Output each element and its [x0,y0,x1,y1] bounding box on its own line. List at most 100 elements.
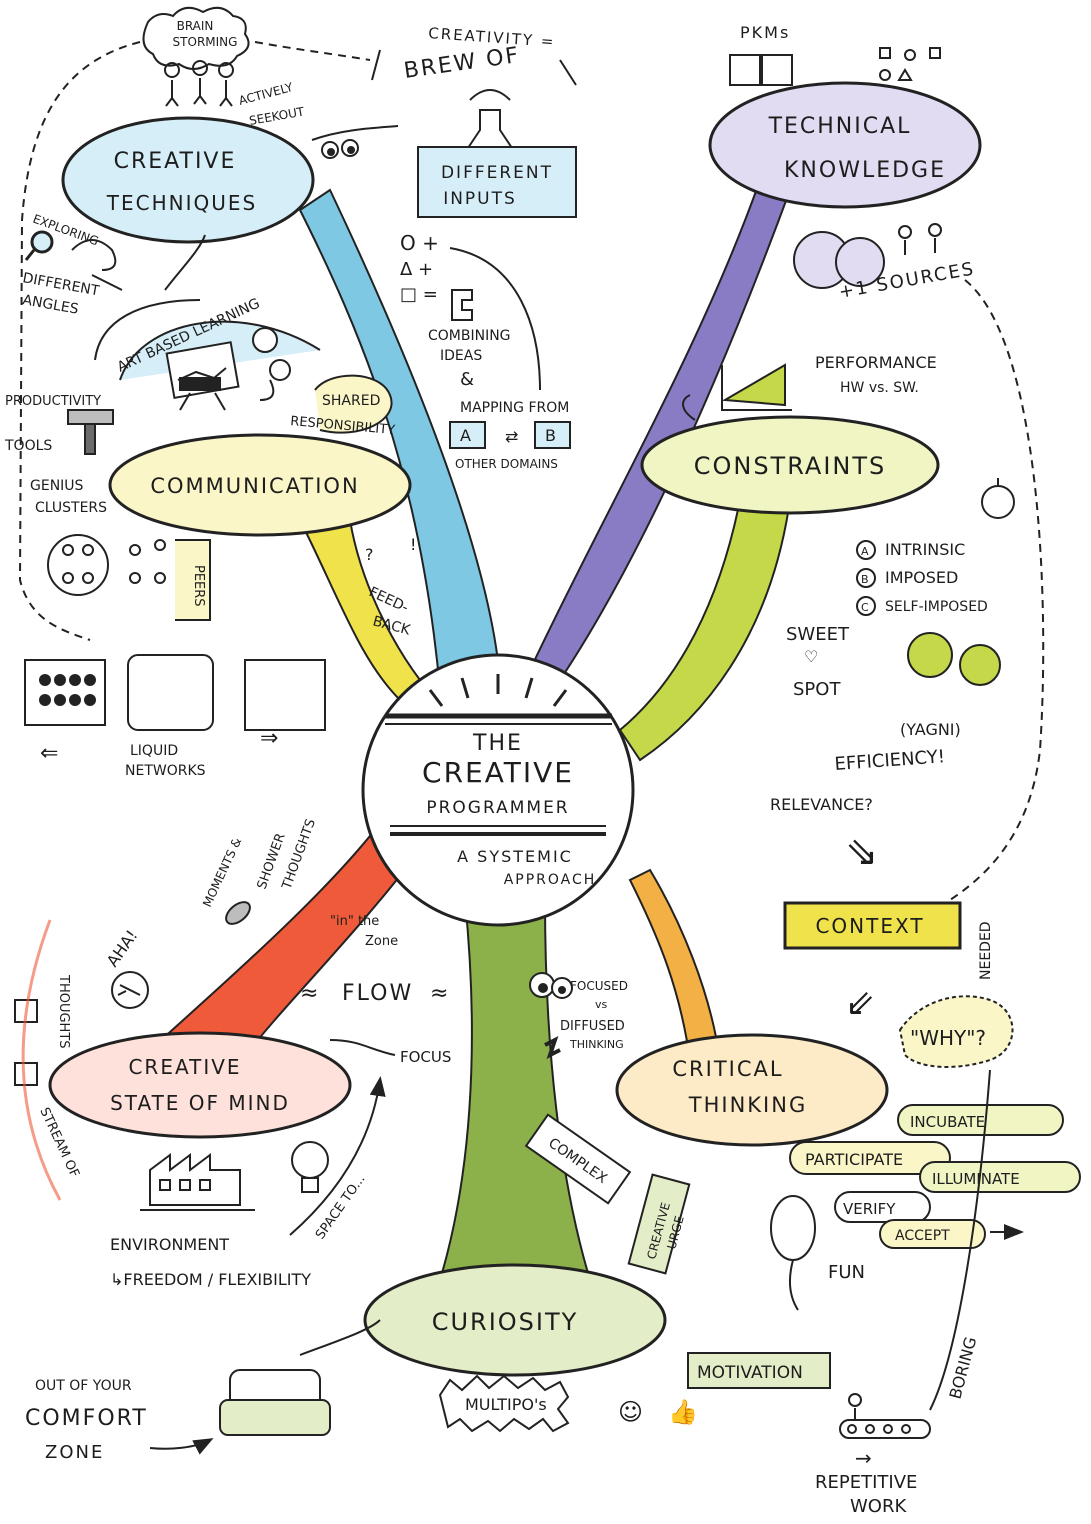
illuminate-text: ILLUMINATE [932,1170,1020,1188]
thinker-icon [252,327,291,401]
dashed-loop-left [18,41,141,641]
lightbulb-icon [291,1141,329,1193]
magnifier-icon [24,230,54,261]
stalk-critical-thinking [628,868,722,1061]
two-people-icon [898,223,942,255]
factory-icon [140,1153,255,1211]
out-of-your-text: OUT OF YOUR [35,1378,132,1394]
comfort-text: COMFORT [25,1406,148,1431]
liquid-text: LIQUID [130,743,178,759]
work-text: WORK [850,1496,907,1517]
critical-thinking-label-1: CRITICAL [672,1057,783,1081]
center-circle [361,653,635,927]
thinking-person-icon [111,971,149,1009]
tools-text: TOOLS [4,438,52,454]
diffused-text: DIFFUSED [560,1019,625,1034]
zone-text: ZONE [45,1442,104,1463]
networks-text: NETWORKS [125,763,206,779]
moments-text: MOMENTS & [200,836,244,910]
gears-icon [907,632,1001,686]
center-subtitle-2: APPROACH [504,872,597,888]
art-based-learning: ART BASED LEARNING [115,295,321,411]
seekout-text: SEEKOUT [248,104,306,128]
relevance-text: RELEVANCE? [770,795,873,814]
verify-text: VERIFY [843,1200,896,1218]
creative-techniques-label-1: CREATIVE [114,149,237,174]
node-creative-state-of-mind: CREATIVE STATE OF MIND [48,1031,352,1139]
wave-left-icon: ≈ [300,981,318,1006]
motivation-box [687,1352,831,1389]
creative-state-label-1: CREATIVE [128,1055,241,1079]
branch-stalks [147,178,792,1281]
combining-ideas: O + Δ + □ = COMBINING IDEAS & MAPPING FR… [400,231,571,471]
focused-diffused: FOCUSED vs DIFFUSED THINKING [529,972,628,1059]
other-domains-text: OTHER DOMAINS [455,457,558,471]
environment-text: ENVIRONMENT [110,1235,229,1254]
efficiency-text: EFFICIENCY! [834,746,946,775]
participate-text: PARTICIPATE [805,1150,903,1169]
stages: INCUBATE PARTICIPATE ILLUMINATE VERIFY A… [789,1104,1081,1249]
critical-thinking-label-2: THINKING [688,1093,807,1117]
wave-right-icon: ≈ [430,981,448,1006]
different-angles-text-2: ANGLES [21,292,79,318]
puzzle-icon [451,289,473,321]
communication-label: COMMUNICATION [150,474,359,498]
clusters-icon [47,534,109,596]
different-inputs-box [417,146,577,218]
hammer-icon [67,409,114,455]
performance-text: PERFORMANCE [815,353,937,372]
thinking-text: THINKING [569,1038,624,1051]
peers-text: PEERS [191,565,206,607]
shape-circle-icon: O + [400,231,439,255]
multipos-text: MULTIPO's [465,1395,547,1414]
center-node: THE CREATIVE PROGRAMMER A SYSTEMIC APPRO… [361,653,635,927]
lightning-icon [544,1036,561,1059]
dashed-loop-right [949,279,1045,901]
sunburst-lines-icon [428,674,568,707]
context-text: CONTEXT [815,914,924,938]
genius-text: GENIUS [30,478,84,494]
brainstorming-text-1: BRAIN [177,19,214,33]
different-inputs-text-2: INPUTS [443,189,517,209]
yagni-text: (YAGNI) [900,720,961,739]
clusters-text: CLUSTERS [35,500,107,516]
multipos-burst [438,1374,570,1433]
down-arrow-icon: ⇘ [845,829,879,875]
needed-text: NEEDED [978,921,994,980]
why-text: "WHY"? [910,1026,986,1050]
accept-text: ACCEPT [895,1228,950,1244]
creative-urge-box [627,1173,691,1275]
node-technical-knowledge: TECHNICAL KNOWLEDGE [708,81,982,209]
book-icon [729,54,793,86]
mapping-from-text: MAPPING FROM [460,400,569,416]
spot-text: SPOT [793,679,841,700]
right-arrow-work-icon: → [855,1446,872,1470]
node-curiosity: CURIOSITY [363,1263,667,1377]
center-title-main: CREATIVE [422,756,574,789]
shape-square-icon: □ = [400,284,438,305]
thoughts-text: THOUGHTS [56,974,71,1049]
left-arrow-icon: ⇐ [40,741,58,766]
creative-state-label-2: STATE OF MIND [110,1091,290,1115]
technical-knowledge-label-2: KNOWLEDGE [784,158,946,183]
different-inputs-text-1: DIFFERENT [441,163,553,183]
aha-text: AHA! [103,926,142,970]
balloon-icon [770,1195,816,1311]
space-to-text: SPACE TO... [313,1172,369,1242]
node-constraints: CONSTRAINTS [640,415,940,515]
in-the-zone-text-1: "in" the [330,914,379,929]
shape-triangle-icon: Δ + [400,259,433,280]
heart-icon: ♡ [804,647,818,666]
complex-box [524,1113,632,1205]
curiosity-label: CURIOSITY [432,1308,579,1336]
eyes-icon [321,139,359,159]
shower-head-icon [225,901,251,925]
combining-text-2: IDEAS [440,348,482,364]
right-arrow-icon: ⇒ [260,726,278,751]
creative-techniques-label-2: TECHNIQUES [106,191,257,215]
down-left-arrow-icon: ⇙ [845,983,875,1024]
eyes-big-icon [529,972,573,999]
option-b-marker: B [861,573,869,586]
seekout-line [311,125,399,141]
